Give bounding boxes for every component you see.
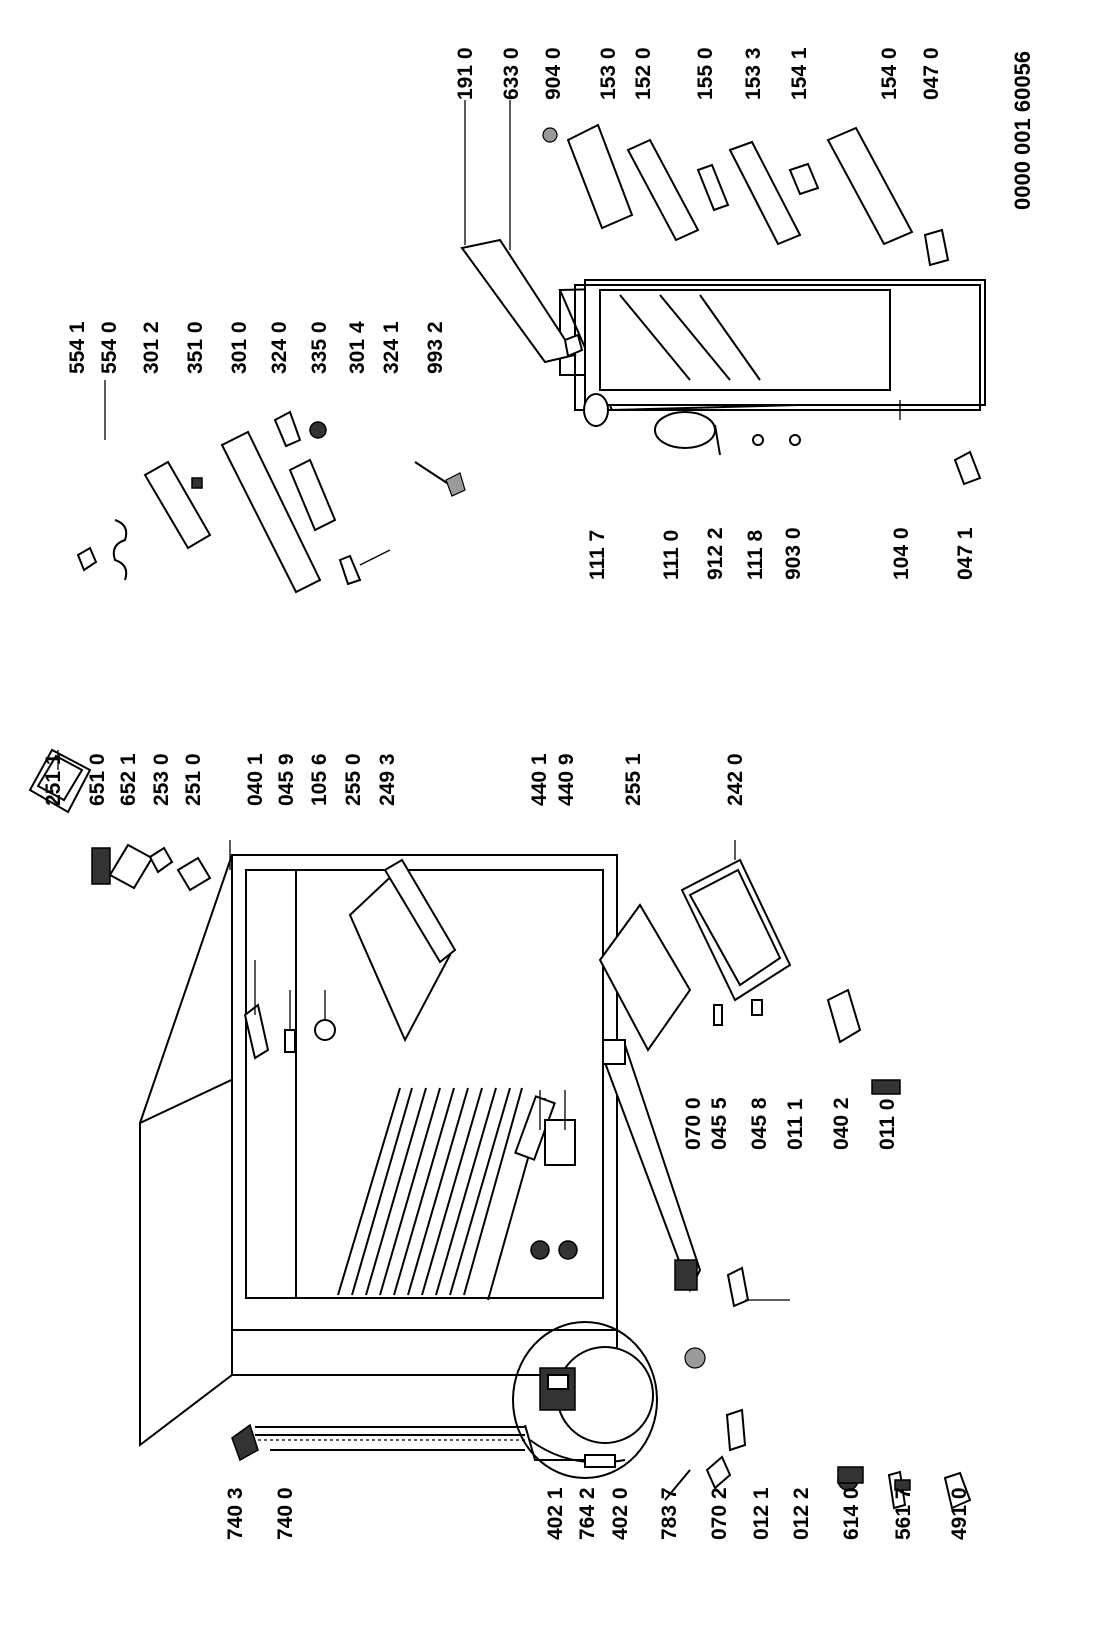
label-783-7: 783 7 [658,1487,681,1540]
label-251-1: 251 1 [42,753,65,806]
label-111-0: 111 0 [660,530,683,580]
label-155-0: 155 0 [694,47,717,100]
label-253-0: 253 0 [150,753,173,806]
label-012-1: 012 1 [750,1487,773,1540]
part-labels: 251 1 651 0 652 1 253 0 251 0 040 1 045 … [42,47,1035,1540]
label-153-0: 153 0 [597,47,620,100]
label-047-0: 047 0 [920,47,943,100]
label-614-0: 614 0 [840,1487,863,1540]
label-111-7: 111 7 [586,530,609,580]
label-152-0: 152 0 [632,47,655,100]
label-242-0: 242 0 [724,753,747,806]
label-011-1: 011 1 [784,1098,807,1150]
label-633-0: 633 0 [500,47,523,100]
label-903-0: 903 0 [782,527,805,580]
label-740-3: 740 3 [224,1487,247,1540]
bottom-cover-strip [602,1039,702,1293]
compressor-detail [512,1321,658,1479]
label-251-0: 251 0 [182,753,205,806]
label-191-0: 191 0 [454,47,477,100]
label-324-0: 324 0 [268,321,291,374]
label-440-1: 440 1 [528,753,551,806]
door-assembly [460,238,987,486]
label-993-2: 993 2 [424,321,447,374]
label-012-2: 012 2 [790,1487,813,1540]
label-104-0: 104 0 [890,527,913,580]
label-154-1: 154 1 [788,47,811,100]
label-651-0: 651 0 [86,753,109,806]
label-045-9: 045 9 [275,753,298,806]
label-652-1: 652 1 [117,753,140,806]
leader-lines [57,100,901,1301]
label-255-1: 255 1 [622,753,645,806]
label-249-3: 249 3 [376,753,399,806]
label-040-1: 040 1 [244,753,267,806]
label-040-2: 040 2 [830,1097,853,1150]
label-335-0: 335 0 [308,321,331,374]
label-070-2: 070 2 [708,1487,731,1540]
label-301-0: 301 0 [228,321,251,374]
label-070-0: 070 0 [682,1097,705,1150]
label-402-1: 402 1 [544,1487,567,1540]
shelves-drawers [28,748,901,1308]
door-bins [542,123,950,267]
condenser [231,1423,616,1468]
thermostat-knobs [487,1095,578,1301]
shelf-rails [337,1087,523,1296]
label-105-6: 105 6 [308,753,331,806]
label-440-9: 440 9 [555,753,578,806]
control-panel-parts [76,410,466,594]
label-154-0: 154 0 [878,47,901,100]
label-111-8: 111 8 [744,529,767,580]
label-047-1: 047 1 [954,527,977,580]
document-number: 0000 001 60056 [1010,51,1035,210]
label-491-0: 491 0 [948,1487,971,1540]
label-351-0: 351 0 [184,321,207,374]
label-912-2: 912 2 [704,527,727,580]
label-740-0: 740 0 [274,1487,297,1540]
label-904-0: 904 0 [542,47,565,100]
label-011-0: 011 0 [876,1099,899,1150]
label-301-2: 301 2 [140,321,163,374]
small-parts-left [664,1347,972,1510]
label-402-0: 402 0 [609,1487,632,1540]
label-255-0: 255 0 [342,753,365,806]
label-301-4: 301 4 [346,321,369,374]
label-153-3: 153 3 [742,47,765,100]
label-045-8: 045 8 [748,1097,771,1150]
label-561-7: 561 7 [892,1487,915,1540]
label-324-1: 324 1 [380,321,403,374]
label-554-0: 554 0 [98,321,121,374]
label-045-5: 045 5 [708,1097,731,1150]
label-764-2: 764 2 [576,1487,599,1540]
label-554-1: 554 1 [66,321,89,374]
